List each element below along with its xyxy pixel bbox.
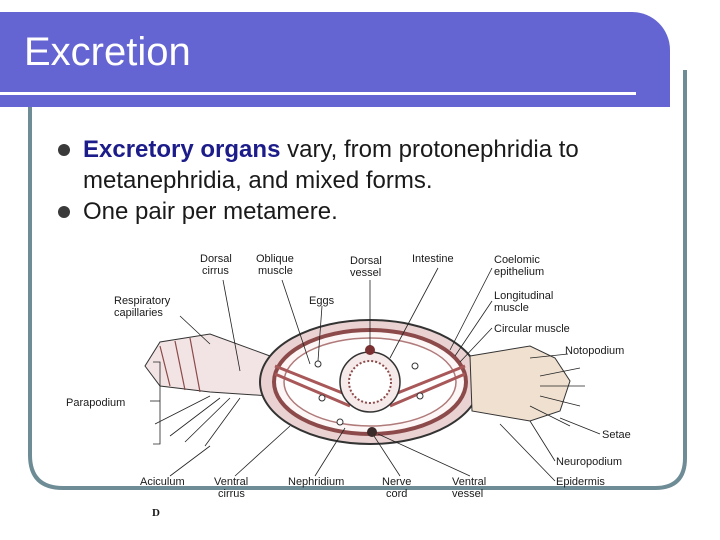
label-parapodium: Parapodium (66, 397, 125, 409)
ventral-vessel-shape (367, 427, 377, 437)
intestine-shape (339, 351, 401, 413)
bullet-list: Excretory organs vary, from protonephrid… (58, 134, 698, 227)
eggs-shapes (314, 360, 424, 426)
label-setae: Setae (602, 429, 631, 441)
label-notopodium: Notopodium (565, 345, 624, 357)
bullet-text: vary, from protonephridia to metanephrid… (83, 136, 579, 194)
title-band (0, 12, 670, 107)
panel-letter: D (152, 507, 160, 519)
label-aciculum: Aciculum (140, 476, 185, 488)
left-parapodium-shape (144, 333, 271, 447)
label-eggs: Eggs (309, 295, 335, 307)
title-underline (0, 92, 636, 95)
label-leader-lines (150, 267, 601, 482)
label-nephridium: Nephridium (288, 476, 344, 488)
bullet-emphasis: Excretory organs (83, 136, 281, 163)
oblique-muscle-bands (274, 364, 466, 408)
label-epidermis: Epidermis (556, 476, 605, 488)
right-parapodium-shape (469, 345, 585, 427)
bullet-item: One pair per metamere. (58, 196, 698, 227)
bullet-dot-icon (58, 206, 70, 218)
bullet-dot-icon (58, 144, 70, 156)
bullet-text: One pair per metamere. (83, 198, 338, 225)
label-intestine: Intestine (412, 253, 454, 265)
label-neuropodium: Neuropodium (556, 456, 622, 468)
label-circular-muscle: Circular muscle (494, 323, 570, 335)
bullet-item: Excretory organs vary, from protonephrid… (58, 134, 698, 196)
dorsal-vessel-shape (365, 345, 375, 355)
slide-title: Excretion (24, 30, 191, 74)
